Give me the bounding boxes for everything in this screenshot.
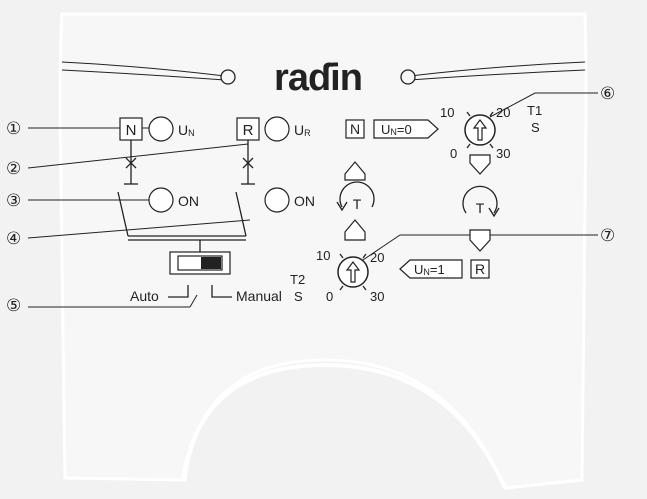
mode-selector-knob[interactable]	[201, 257, 221, 269]
callout-6: ⑥	[600, 84, 615, 103]
arch-cutout	[181, 362, 507, 489]
t2-tick-20: 20	[370, 250, 384, 265]
t1-tick-10: 10	[440, 105, 454, 120]
auto-label: Auto	[130, 288, 159, 304]
auto-bracket	[168, 285, 189, 298]
callout-4: ④	[6, 229, 21, 248]
callout-1: ①	[6, 119, 21, 138]
callout-3: ③	[6, 191, 21, 210]
on-lamp-r	[264, 187, 290, 213]
un0-text: UN=0	[381, 122, 412, 137]
timer-cycle-arrowhead-upper	[336, 201, 348, 212]
un-label: UN	[178, 122, 195, 138]
timer-t-upper: T	[353, 196, 362, 212]
n-status-label: N	[350, 121, 360, 137]
t2-timer-dial[interactable]	[337, 253, 369, 291]
leader-6	[489, 92, 598, 118]
t1-tick-20: 20	[496, 105, 510, 120]
brand-logo: raɗin	[274, 57, 362, 99]
timer-t-lower: T	[476, 200, 485, 216]
un-indicator-lamp	[148, 116, 174, 142]
n-source-label: N	[126, 122, 137, 139]
un0-tag	[373, 119, 439, 139]
load-bus	[128, 235, 246, 241]
on-label-r: ON	[294, 193, 315, 209]
down-arrow-lower	[469, 229, 491, 252]
leader-5-up	[189, 294, 198, 308]
leader-2	[27, 143, 249, 169]
ur-indicator-lamp	[264, 116, 290, 142]
t2-label: T2	[290, 272, 305, 287]
on-lamp-n	[148, 187, 174, 213]
timer-cycle-arrow-lower	[462, 185, 498, 214]
manual-label: Manual	[236, 288, 282, 304]
t1-timer-dial[interactable]	[464, 111, 496, 149]
top-rail-left-2	[61, 69, 226, 81]
t2-tick-0: 0	[326, 289, 333, 304]
manual-bracket	[211, 285, 232, 298]
t1-label: T1	[527, 103, 542, 118]
r-switch-blade	[235, 191, 247, 237]
t1-unit: S	[531, 120, 540, 135]
panel-outline	[58, 12, 588, 490]
down-arrow-upper	[469, 154, 491, 175]
timer-cycle-arrow-upper	[339, 181, 375, 208]
un1-tag	[399, 259, 463, 279]
t2-tick-30: 30	[370, 289, 384, 304]
leader-7	[359, 234, 598, 263]
callout-5: ⑤	[6, 296, 21, 315]
n-switch-blade	[117, 191, 129, 237]
ur-label: UR	[294, 122, 311, 138]
n-breaker-x	[125, 157, 137, 169]
up-arrow-upper	[344, 161, 366, 181]
timer-cycle-arrowhead-lower	[488, 207, 500, 218]
r-status-box	[470, 259, 490, 279]
leader-4	[27, 219, 251, 239]
callout-2: ②	[6, 159, 21, 178]
top-rail-right-2	[409, 69, 586, 81]
callout-7: ⑦	[600, 226, 615, 245]
t1-tick-30: 30	[496, 146, 510, 161]
top-rail-right	[409, 61, 586, 77]
up-arrow-lower	[344, 219, 366, 241]
r-source-label: R	[243, 122, 254, 139]
t2-tick-10: 10	[316, 248, 330, 263]
mount-hole-right	[400, 69, 416, 85]
t2-unit: S	[294, 289, 303, 304]
on-label-n: ON	[178, 193, 199, 209]
un1-text: UN=1	[414, 262, 445, 277]
top-rail-left	[61, 61, 226, 77]
r-status-label: R	[475, 261, 485, 277]
n-status-box	[345, 119, 365, 139]
t1-tick-0: 0	[450, 146, 457, 161]
r-breaker-x	[242, 157, 254, 169]
mount-hole-left	[220, 69, 236, 85]
